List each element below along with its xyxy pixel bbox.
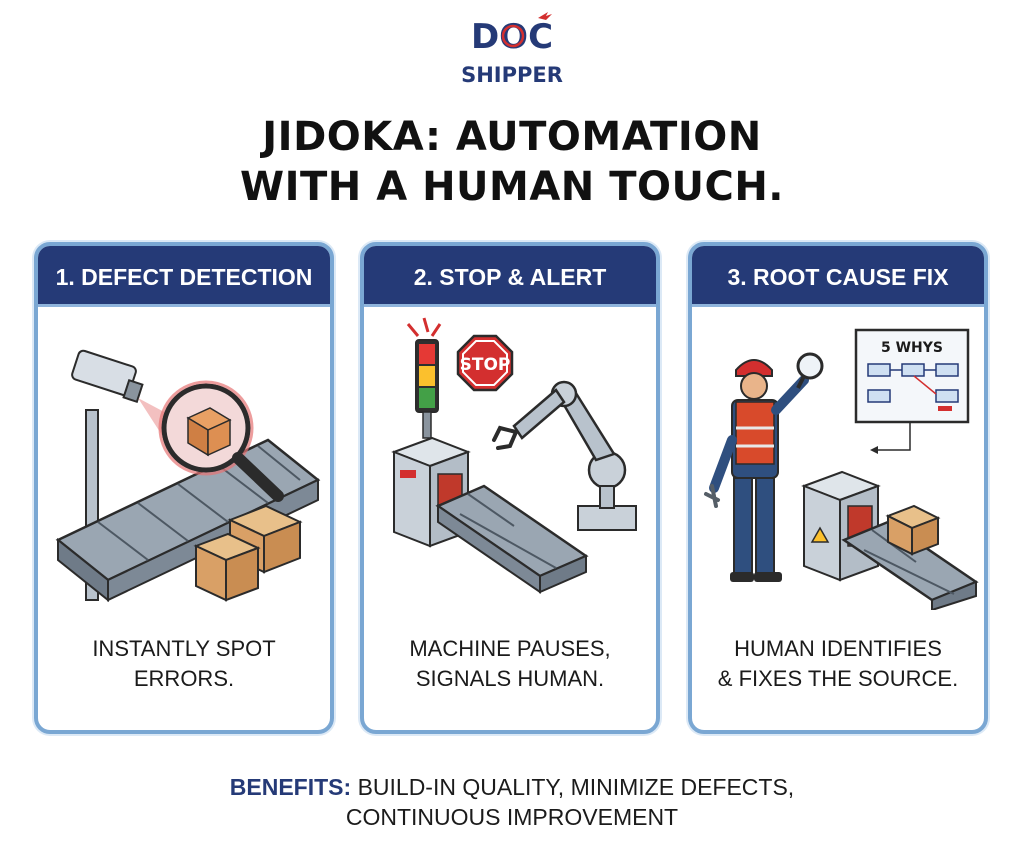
magnifier-icon <box>796 352 824 389</box>
stop-sign-icon: STOP <box>456 334 514 392</box>
andon-light-icon <box>406 317 442 439</box>
panel-caption: HUMAN IDENTIFIES & FIXES THE SOURCE. <box>692 634 984 694</box>
title-line-1: JIDOKA: AUTOMATION <box>262 114 762 160</box>
root-cause-illustration: 5 WHYS <box>704 328 979 610</box>
globe-icon <box>501 24 525 48</box>
panel-heading: 1. DEFECT DETECTION <box>38 246 330 307</box>
box-icon <box>193 504 303 602</box>
caption-line-2: ERRORS. <box>133 666 235 691</box>
worker-icon <box>709 359 809 582</box>
benefits-line-2: CONTINUOUS IMPROVEMENT <box>345 804 679 830</box>
caption-line-1: MACHINE PAUSES, <box>409 636 611 661</box>
logo: DOC SHIPPER <box>0 8 1024 88</box>
caption-line-1: INSTANTLY SPOT <box>92 636 276 661</box>
defect-detection-illustration <box>55 349 321 603</box>
conveyor-icon <box>435 484 589 594</box>
board-title: 5 WHYS <box>881 340 943 356</box>
benefits-line-1: BENEFITS: BUILD-IN QUALITY, MINIMIZE DEF… <box>0 772 1024 802</box>
logo-word-shipper: SHIPPER <box>461 63 563 87</box>
benefits-text-1: BUILD-IN QUALITY, MINIMIZE DEFECTS, <box>357 774 795 800</box>
warning-icon <box>810 526 830 543</box>
benefits-footer: BENEFITS: BUILD-IN QUALITY, MINIMIZE DEF… <box>0 772 1024 832</box>
caption-line-2: & FIXES THE SOURCE. <box>717 666 959 691</box>
panel-root-cause-fix: 3. ROOT CAUSE FIX 5 WHYS <box>688 242 988 734</box>
robot-arm-icon <box>492 380 637 531</box>
panel-defect-detection: 1. DEFECT DETECTION <box>34 242 334 734</box>
panel-caption: INSTANTLY SPOT ERRORS. <box>38 634 330 694</box>
title-line-2: WITH A HUMAN TOUCH. <box>240 164 784 210</box>
caption-line-2: SIGNALS HUMAN. <box>415 666 605 691</box>
five-whys-board: 5 WHYS <box>854 328 970 454</box>
stop-alert-illustration: STOP <box>391 317 637 594</box>
panel-caption: MACHINE PAUSES, SIGNALS HUMAN. <box>364 634 656 694</box>
doc-shipper-logo: DOC SHIPPER <box>461 12 563 87</box>
benefits-label: BENEFITS: <box>229 774 352 800</box>
stop-sign-text: STOP <box>460 355 511 375</box>
box-icon <box>885 504 941 556</box>
panel-heading: 2. STOP & ALERT <box>364 246 656 307</box>
magnifier-icon <box>158 380 284 502</box>
page-title: JIDOKA: AUTOMATION WITH A HUMAN TOUCH. <box>0 112 1024 212</box>
plane-icon <box>538 12 552 20</box>
panel-heading: 3. ROOT CAUSE FIX <box>692 246 984 307</box>
logo-word-doc: DOC <box>471 17 553 57</box>
panel-stop-alert: 2. STOP & ALERT STOP <box>360 242 660 734</box>
machine-icon <box>801 470 881 582</box>
caption-line-1: HUMAN IDENTIFIES <box>734 636 942 661</box>
wrench-icon <box>704 484 720 508</box>
